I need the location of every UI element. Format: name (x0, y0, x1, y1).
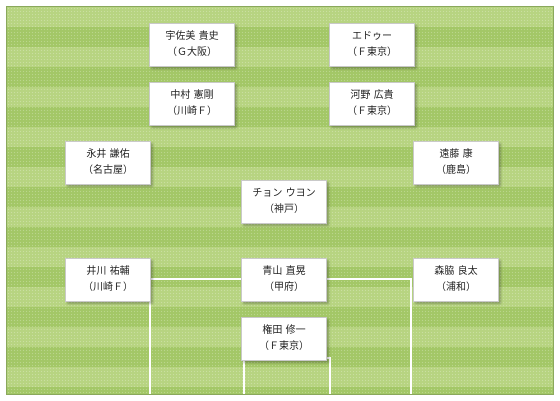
player-club: （神戸） (264, 204, 304, 215)
player-name: エドゥー (352, 31, 392, 42)
player-card-am-right: 河野 広貴 （Ｆ東京） (329, 82, 415, 126)
player-card-fw-left: 宇佐美 貴史 （Ｇ大阪） (149, 23, 235, 67)
player-club: （Ｇ大阪） (167, 47, 217, 58)
player-club: （川崎Ｆ） (167, 106, 217, 117)
goal-area-left-line (243, 357, 245, 394)
penalty-area-left-line (149, 278, 151, 394)
player-name: チョン ウヨン (252, 188, 316, 199)
player-card-dm: チョン ウヨン （神戸） (241, 180, 327, 224)
player-name: 遠藤 康 (439, 149, 473, 160)
player-card-cb-center: 青山 直晃 （甲府） (241, 258, 327, 302)
goal-area-right-line (329, 357, 331, 394)
player-card-cb-right: 森脇 良太 （浦和） (413, 258, 499, 302)
player-club: （Ｆ東京） (347, 47, 397, 58)
player-name: 権田 修一 (262, 325, 306, 336)
player-club: （甲府） (264, 282, 304, 293)
player-card-gk: 権田 修一 （Ｆ東京） (241, 317, 327, 361)
player-club: （Ｆ東京） (259, 341, 309, 352)
player-club: （浦和） (436, 282, 476, 293)
penalty-area-right-line (410, 278, 412, 394)
soccer-pitch: 宇佐美 貴史 （Ｇ大阪） エドゥー （Ｆ東京） 中村 憲剛 （川崎Ｆ） 河野 広… (6, 6, 554, 395)
player-card-am-left: 中村 憲剛 （川崎Ｆ） (149, 82, 235, 126)
player-club: （Ｆ東京） (347, 106, 397, 117)
player-name: 中村 憲剛 (170, 90, 214, 101)
player-card-cb-left: 井川 祐輔 （川崎Ｆ） (65, 258, 151, 302)
player-name: 青山 直晃 (262, 266, 306, 277)
player-card-wide-left: 永井 謙佑 （名古屋） (65, 141, 151, 185)
player-name: 宇佐美 貴史 (165, 31, 219, 42)
player-name: 河野 広貴 (350, 90, 394, 101)
player-name: 永井 謙佑 (86, 149, 130, 160)
player-name: 井川 祐輔 (86, 266, 130, 277)
player-card-fw-right: エドゥー （Ｆ東京） (329, 23, 415, 67)
player-club: （川崎Ｆ） (83, 282, 133, 293)
player-name: 森脇 良太 (434, 266, 478, 277)
player-club: （名古屋） (83, 165, 133, 176)
player-club: （鹿島） (436, 165, 476, 176)
player-card-wide-right: 遠藤 康 （鹿島） (413, 141, 499, 185)
